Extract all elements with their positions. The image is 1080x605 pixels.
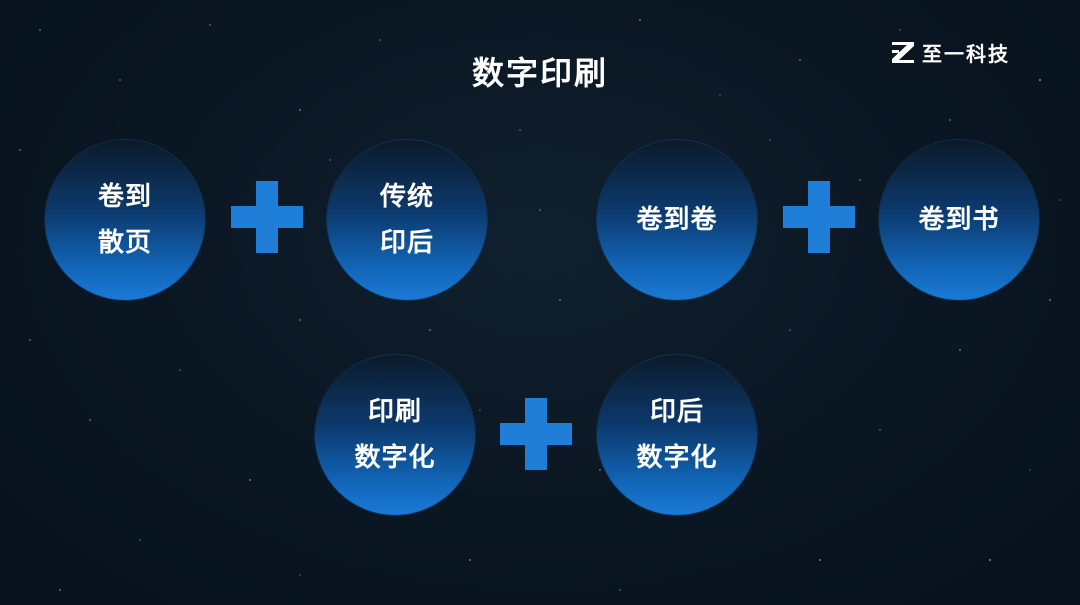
z-logo-icon — [892, 42, 914, 63]
circle-label-line2: 数字化 — [636, 443, 718, 473]
plus-icon — [500, 398, 572, 470]
circle-label-line1: 卷到书 — [918, 205, 1000, 235]
circle-roll-to-sheet: 卷到 散页 — [45, 140, 205, 300]
circle-label-line1: 印后 — [649, 397, 704, 427]
plus-icon — [231, 181, 303, 253]
circle-traditional-postpress: 传统 印后 — [327, 140, 487, 300]
plus-icon — [783, 181, 855, 253]
circle-label-line1: 传统 — [379, 182, 434, 212]
circle-label-line2: 数字化 — [354, 443, 436, 473]
company-logo: 至一科技 — [890, 36, 1010, 68]
page-title: 数字印刷 — [471, 54, 608, 92]
circle-label-line2: 印后 — [379, 228, 434, 258]
circle-print-digitalization: 印刷 数字化 — [315, 355, 475, 515]
circle-roll-to-roll: 卷到卷 — [597, 140, 757, 300]
circle-roll-to-book: 卷到书 — [879, 140, 1039, 300]
circle-label-line1: 印刷 — [367, 397, 422, 427]
circle-postpress-digitalization: 印后 数字化 — [597, 355, 757, 515]
circle-label-line1: 卷到卷 — [636, 205, 718, 235]
logo-text: 至一科技 — [922, 41, 1010, 66]
circle-label-line2: 散页 — [97, 228, 152, 258]
circle-label-line1: 卷到 — [97, 182, 152, 212]
